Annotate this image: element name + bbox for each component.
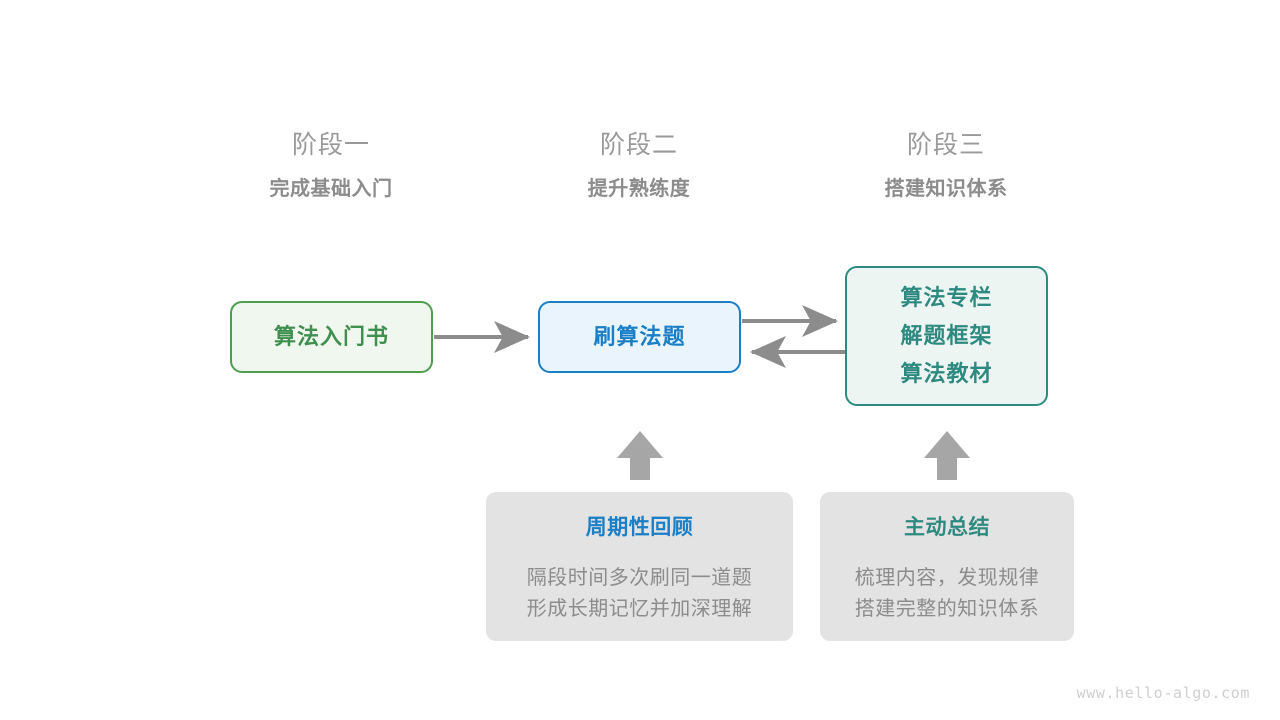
- note-body-line-1: 梳理内容，发现规律: [854, 567, 1040, 589]
- node-label-column: 算法专栏: [900, 285, 993, 310]
- stage-title: 阶段三: [906, 131, 985, 159]
- stage-subtitle: 搭建知识体系: [884, 178, 1008, 200]
- node-label-textbook: 算法教材: [900, 361, 993, 386]
- note-body-line-1: 隔段时间多次刷同一道题: [526, 567, 753, 589]
- stage-subtitle: 提升熟练度: [587, 178, 691, 200]
- connector-review-to-practice: [617, 431, 663, 480]
- node-resources[interactable]: 算法专栏 解题框架 算法教材: [845, 266, 1048, 406]
- node-label: 算法入门书: [273, 324, 389, 349]
- stage-subtitle: 完成基础入门: [269, 178, 393, 200]
- node-label: 刷算法题: [593, 324, 686, 349]
- connector-summary-to-resources: [924, 431, 970, 480]
- node-label-framework: 解题框架: [900, 323, 993, 348]
- stage-header-2: 阶段二 提升熟练度: [539, 129, 739, 203]
- note-body-line-2: 形成长期记忆并加深理解: [526, 598, 753, 620]
- watermark: www.hello-algo.com: [1076, 684, 1250, 702]
- note-title: 周期性回顾: [585, 516, 694, 539]
- node-intro-book[interactable]: 算法入门书: [230, 301, 433, 373]
- stage-title: 阶段二: [599, 131, 678, 159]
- note-periodic-review[interactable]: 周期性回顾 隔段时间多次刷同一道题 形成长期记忆并加深理解: [486, 492, 793, 641]
- stage-header-1: 阶段一 完成基础入门: [231, 129, 431, 203]
- note-active-summary[interactable]: 主动总结 梳理内容，发现规律 搭建完整的知识体系: [820, 492, 1074, 641]
- note-body-line-2: 搭建完整的知识体系: [854, 598, 1040, 620]
- stage-title: 阶段一: [291, 131, 370, 159]
- note-title: 主动总结: [904, 516, 990, 539]
- stage-header-3: 阶段三 搭建知识体系: [846, 129, 1046, 203]
- node-practice[interactable]: 刷算法题: [538, 301, 741, 373]
